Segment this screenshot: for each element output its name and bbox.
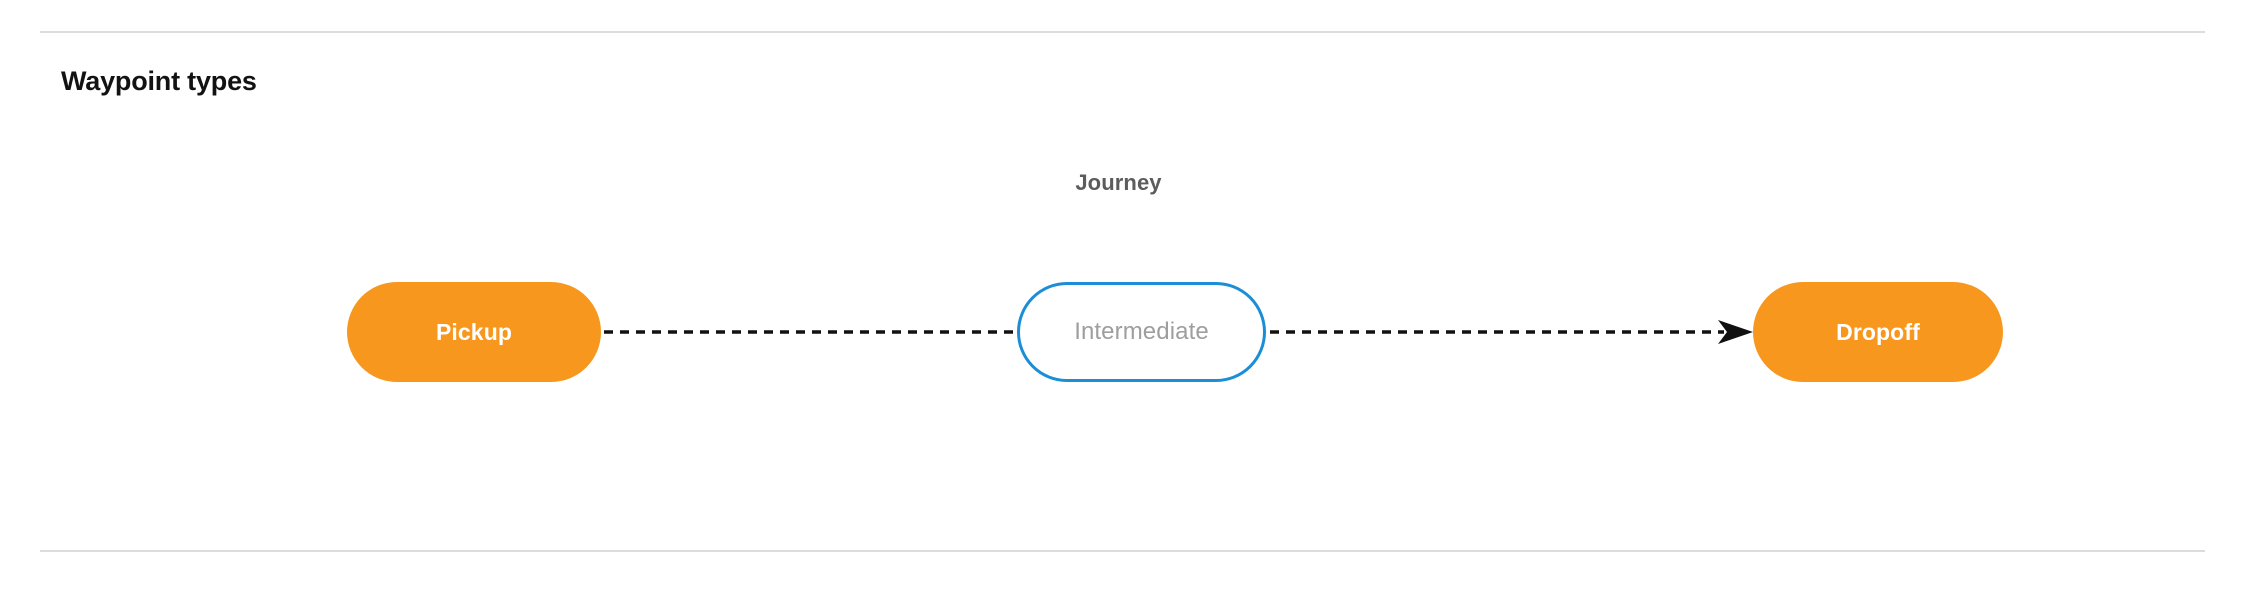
section-divider-bottom [40, 550, 2205, 552]
journey-group-label: Journey [0, 172, 2245, 194]
waypoint-node-intermediate-label: Intermediate [1074, 318, 1209, 345]
section-divider-top [40, 31, 2205, 33]
waypoint-node-pickup[interactable]: Pickup [347, 282, 601, 382]
journey-group-label-text: Journey [1075, 170, 1162, 195]
waypoint-node-pickup-label: Pickup [435, 318, 512, 345]
waypoint-node-dropoff-label: Dropoff [1836, 318, 1920, 345]
waypoint-node-dropoff[interactable]: Dropoff [1753, 282, 2003, 382]
page-title: Waypoint types [61, 66, 257, 96]
edge-arrowhead-icon [1718, 320, 1753, 344]
waypoint-node-intermediate[interactable]: Intermediate [1017, 282, 1266, 382]
